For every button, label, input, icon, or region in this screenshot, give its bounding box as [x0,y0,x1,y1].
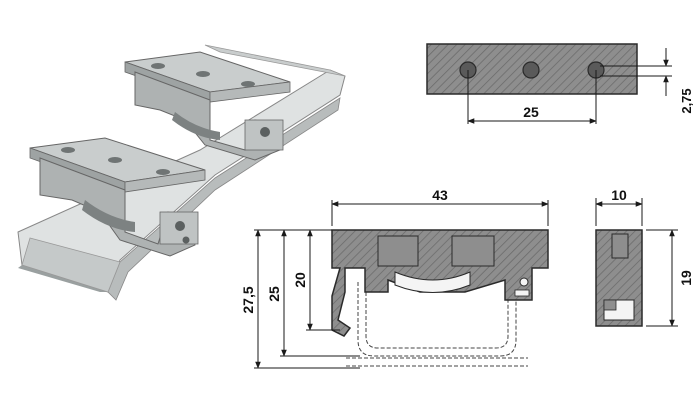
width-label: 43 [432,187,448,203]
product-illustration [17,44,346,301]
top-view: 25 2,75 [426,43,694,124]
hole-offset-label: 2,75 [679,88,694,113]
mounting-hole-2 [522,61,540,79]
rail-outline [346,282,528,367]
front-view: 43 27,5 25 20 [240,187,549,369]
mid-height-label: 25 [266,286,282,302]
inner-height-label: 20 [292,272,308,288]
outer-height-label: 27,5 [240,286,256,313]
side-height-label: 19 [678,270,694,286]
end-bracket-front [29,137,206,257]
side-view: 10 19 [595,187,694,327]
hole-spacing-label: 25 [523,104,539,120]
side-width-label: 10 [611,187,627,203]
end-bracket-back [124,51,291,161]
